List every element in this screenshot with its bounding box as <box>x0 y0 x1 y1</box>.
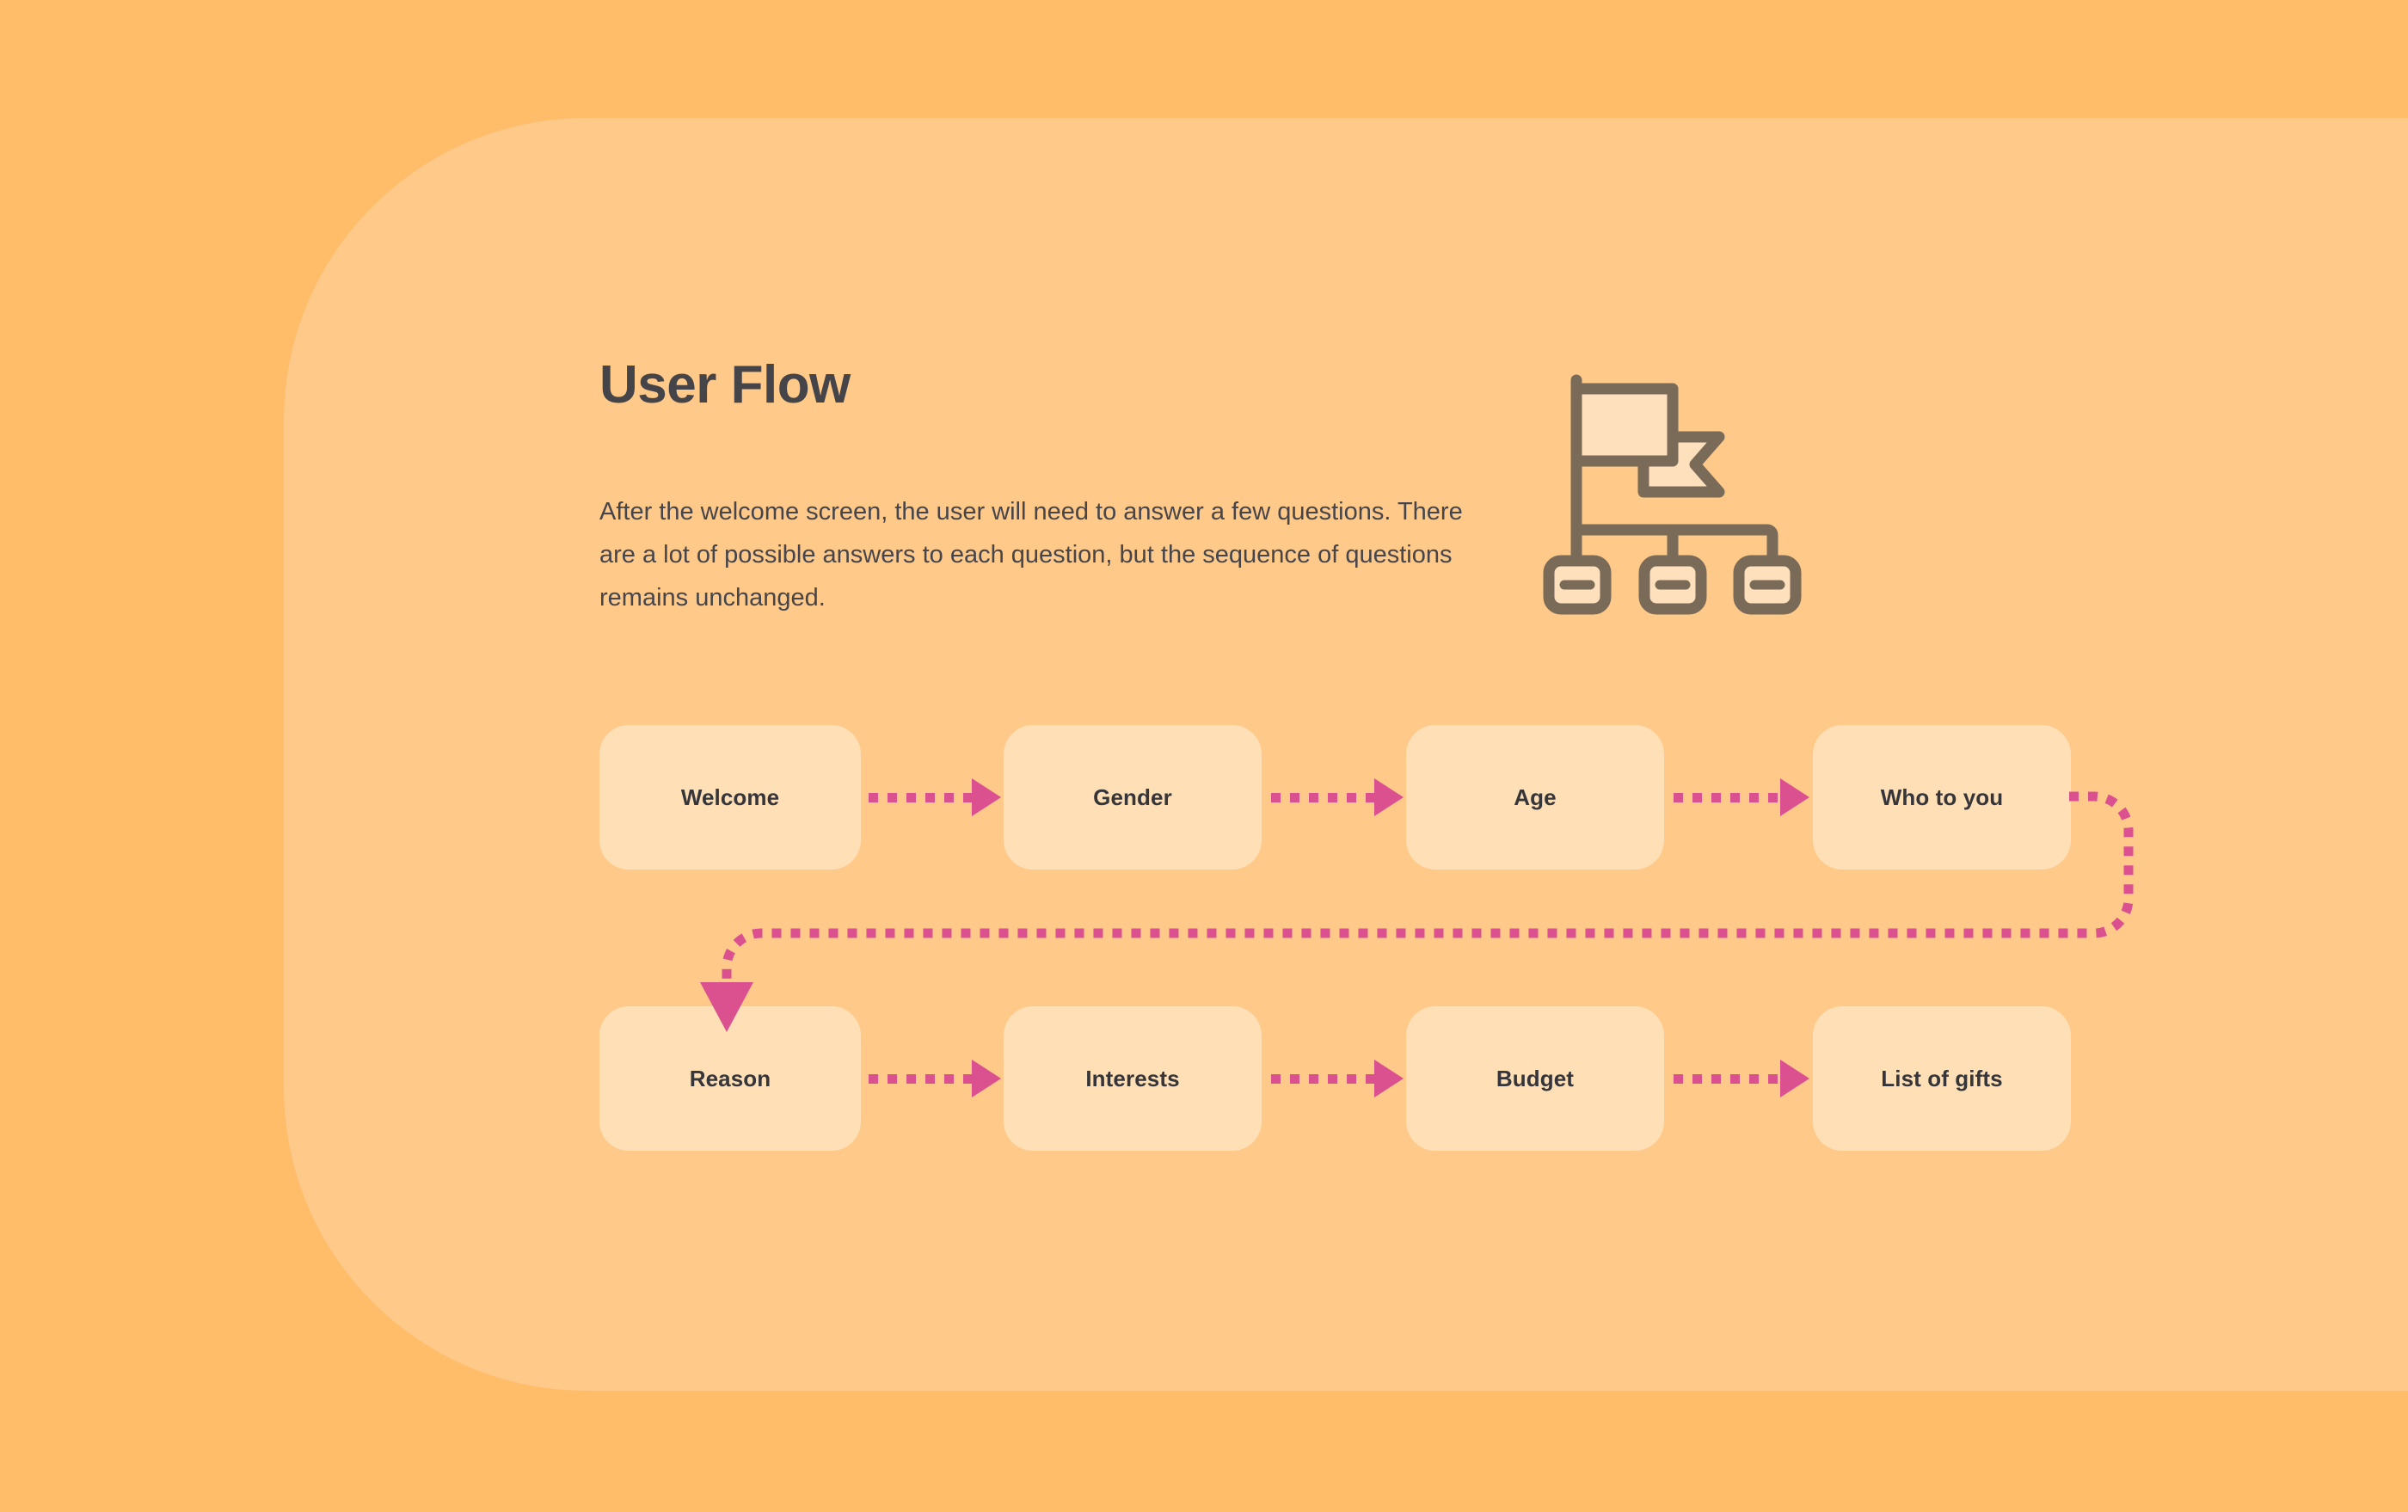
flow-node-label: Who to you <box>1880 784 2004 810</box>
flow-node-list-of-gifts[interactable]: List of gifts <box>1813 1006 2071 1151</box>
arrowhead-right-icon <box>1780 1060 1809 1097</box>
flow-node-label: Interests <box>1085 1065 1180 1091</box>
connector-interests-budget <box>1271 1060 1404 1097</box>
arrowhead-right-icon <box>1374 1060 1404 1097</box>
arrowhead-right-icon <box>972 1060 1001 1097</box>
arrowhead-right-icon <box>1780 778 1809 816</box>
connector-gender-age <box>1271 778 1404 816</box>
connector-dots <box>1674 1073 1780 1084</box>
arrowhead-right-icon <box>1374 778 1404 816</box>
flow-node-label: Age <box>1514 784 1557 810</box>
page-description: After the welcome screen, the user will … <box>599 498 1463 612</box>
flow-node-welcome[interactable]: Welcome <box>599 725 861 870</box>
flow-node-label: Budget <box>1496 1065 1575 1091</box>
connector-budget-list-of-gifts <box>1674 1060 1809 1097</box>
connector-dots <box>1674 792 1780 802</box>
connector-reason-interests <box>869 1060 1001 1097</box>
page-title: User Flow <box>599 355 851 415</box>
flow-node-reason[interactable]: Reason <box>599 1006 861 1151</box>
flow-node-who-to-you[interactable]: Who to you <box>1813 725 2071 870</box>
arrowhead-right-icon <box>972 778 1001 816</box>
flow-node-age[interactable]: Age <box>1406 725 1664 870</box>
flag-hierarchy-icon <box>1542 361 1809 619</box>
flow-node-interests[interactable]: Interests <box>1004 1006 1262 1151</box>
flow-node-label: Welcome <box>680 784 780 810</box>
connector-dots <box>1271 792 1374 802</box>
connector-dots <box>869 792 972 802</box>
flow-node-budget[interactable]: Budget <box>1406 1006 1664 1151</box>
flow-node-label: List of gifts <box>1881 1065 2003 1091</box>
connector-age-who-to-you <box>1674 778 1809 816</box>
connector-dots <box>1271 1073 1374 1084</box>
flow-node-label: Gender <box>1093 784 1172 810</box>
connector-welcome-gender <box>869 778 1001 816</box>
flow-node-gender[interactable]: Gender <box>1004 725 1262 870</box>
flow-node-label: Reason <box>689 1065 771 1091</box>
connector-dots <box>869 1073 972 1084</box>
